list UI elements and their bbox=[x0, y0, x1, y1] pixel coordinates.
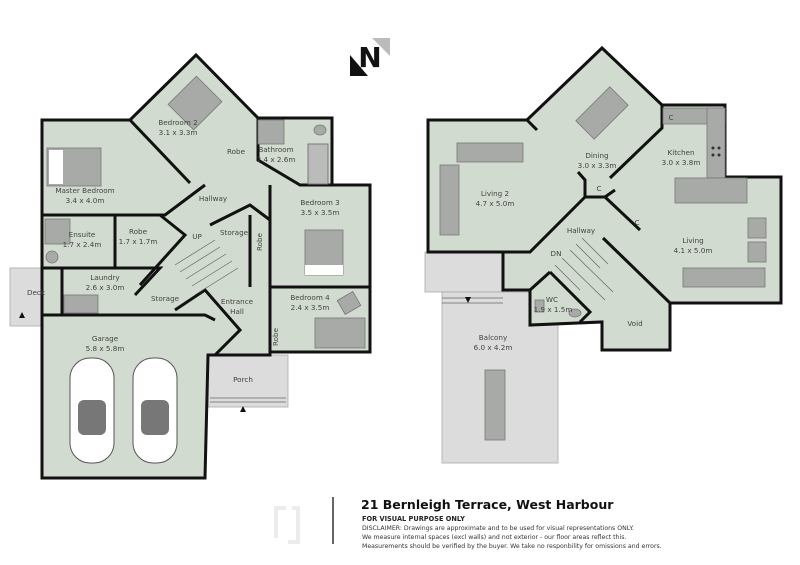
car-icon bbox=[69, 357, 115, 464]
toilet-icon bbox=[534, 299, 582, 318]
svg-text:4.7 x 5.0m: 4.7 x 5.0m bbox=[476, 199, 515, 208]
svg-text:Robe: Robe bbox=[129, 227, 148, 236]
sofa-icon bbox=[682, 217, 767, 288]
svg-text:Laundry: Laundry bbox=[90, 273, 120, 282]
bathtub-icon bbox=[307, 143, 329, 185]
svg-text:Bedroom 3: Bedroom 3 bbox=[300, 198, 339, 207]
svg-text:3.5 x 3.5m: 3.5 x 3.5m bbox=[301, 208, 340, 217]
svg-text:UP: UP bbox=[192, 232, 202, 241]
svg-text:WC: WC bbox=[546, 295, 558, 304]
svg-text:Robe: Robe bbox=[255, 232, 264, 251]
stairs-icon bbox=[554, 237, 614, 301]
svg-text:C: C bbox=[596, 184, 601, 193]
bed-icon bbox=[46, 147, 102, 187]
svg-text:5.8 x 5.8m: 5.8 x 5.8m bbox=[86, 344, 125, 353]
svg-text:3.4 x 4.0m: 3.4 x 4.0m bbox=[66, 196, 105, 205]
svg-text:Deck: Deck bbox=[27, 288, 46, 297]
svg-text:Hallway: Hallway bbox=[199, 194, 228, 203]
svg-text:Robe: Robe bbox=[227, 147, 246, 156]
outdoor-table-icon bbox=[484, 369, 506, 441]
svg-text:Dining: Dining bbox=[585, 151, 608, 160]
svg-text:Storage: Storage bbox=[220, 228, 249, 237]
svg-text:Entrance: Entrance bbox=[221, 297, 254, 306]
svg-text:Balcony: Balcony bbox=[479, 333, 508, 342]
svg-text:Robe: Robe bbox=[271, 327, 280, 346]
balcony-landing bbox=[424, 251, 504, 293]
svg-text:Storage: Storage bbox=[151, 294, 180, 303]
dining-table-icon bbox=[575, 86, 629, 140]
svg-text:3.1 x 3.3m: 3.1 x 3.3m bbox=[159, 128, 198, 137]
entry-arrow-icon bbox=[19, 312, 246, 412]
svg-text:1.9 x 1.5m: 1.9 x 1.5m bbox=[534, 305, 573, 314]
svg-text:DN: DN bbox=[551, 249, 562, 258]
laundry-tub-icon bbox=[63, 294, 99, 314]
bed-icon bbox=[167, 75, 223, 131]
interior-walls bbox=[503, 105, 672, 324]
svg-text:Living 2: Living 2 bbox=[481, 189, 509, 198]
svg-text:Garage: Garage bbox=[92, 334, 119, 343]
bed-icon bbox=[314, 317, 366, 349]
svg-text:1.7 x 1.7m: 1.7 x 1.7m bbox=[119, 237, 158, 246]
toilet-icon bbox=[313, 124, 327, 136]
svg-text:N: N bbox=[358, 41, 381, 74]
svg-text:Kitchen: Kitchen bbox=[667, 148, 694, 157]
svg-text:Void: Void bbox=[627, 319, 642, 328]
svg-text:Ensuite: Ensuite bbox=[69, 230, 96, 239]
svg-text:1.7 x 2.4m: 1.7 x 2.4m bbox=[63, 240, 102, 249]
svg-text:3.0 x 3.8m: 3.0 x 3.8m bbox=[662, 158, 701, 167]
svg-text:Hallway: Hallway bbox=[567, 226, 596, 235]
shower-icon bbox=[257, 119, 285, 145]
svg-text:C: C bbox=[668, 113, 673, 122]
svg-text:Hall: Hall bbox=[230, 307, 244, 316]
svg-text:C: C bbox=[634, 218, 639, 227]
svg-text:3.0 x 3.3m: 3.0 x 3.3m bbox=[578, 161, 617, 170]
disclaimer-line: DISCLAIMER: Drawings are approximate and… bbox=[362, 525, 634, 532]
svg-text:4.1 x 5.0m: 4.1 x 5.0m bbox=[674, 246, 713, 255]
svg-text:Master Bedroom: Master Bedroom bbox=[55, 186, 114, 195]
toilet-icon bbox=[45, 250, 59, 264]
svg-text:Living: Living bbox=[682, 236, 703, 245]
svg-text:6.0 x 4.2m: 6.0 x 4.2m bbox=[474, 343, 513, 352]
disclaimer-line: Measurements should be verified by the b… bbox=[362, 543, 662, 550]
north-compass-icon: N bbox=[350, 38, 390, 76]
svg-text:2.4 x 2.6m: 2.4 x 2.6m bbox=[257, 155, 296, 164]
svg-text:2.6 x 3.0m: 2.6 x 3.0m bbox=[86, 283, 125, 292]
logo-icon bbox=[274, 506, 300, 544]
kitchen-counter bbox=[662, 107, 748, 204]
interior-walls bbox=[42, 118, 370, 357]
disclaimer-line: We measure internal spaces (excl walls) … bbox=[362, 534, 626, 541]
sofa-icon bbox=[439, 142, 524, 236]
car-icon bbox=[132, 357, 178, 464]
cooktop-icon bbox=[711, 146, 721, 157]
bed-icon bbox=[304, 229, 344, 276]
address-title: 21 Bernleigh Terrace, West Harbour bbox=[361, 497, 614, 512]
svg-text:Porch: Porch bbox=[233, 375, 253, 384]
balcony-arrow-icon bbox=[465, 297, 471, 303]
svg-text:Bedroom 2: Bedroom 2 bbox=[158, 118, 197, 127]
svg-text:Bathroom: Bathroom bbox=[258, 145, 293, 154]
visual-notice: FOR VISUAL PURPOSE ONLY bbox=[362, 515, 465, 523]
stairs-icon bbox=[174, 239, 239, 294]
svg-text:2.4 x 3.5m: 2.4 x 3.5m bbox=[291, 303, 330, 312]
svg-text:Bedroom 4: Bedroom 4 bbox=[290, 293, 330, 302]
shower-icon bbox=[44, 218, 71, 245]
armchair-icon bbox=[336, 291, 362, 315]
